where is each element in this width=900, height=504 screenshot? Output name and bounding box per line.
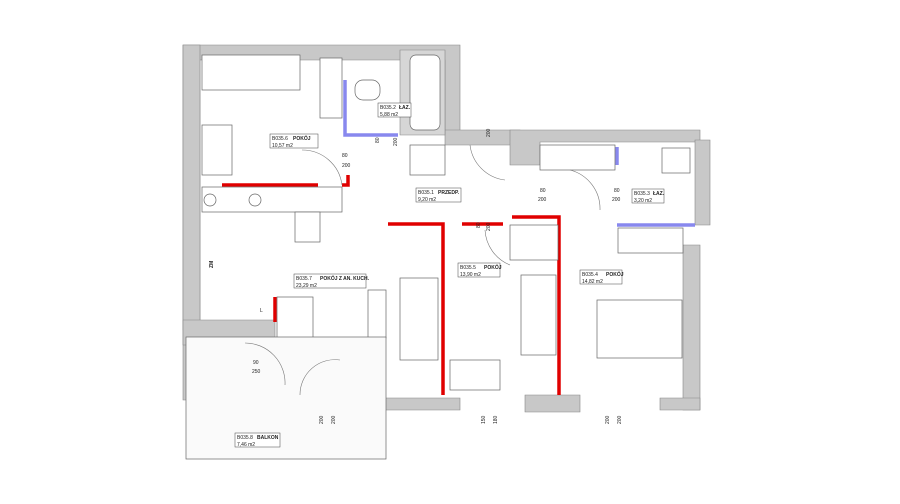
svg-text:250: 250 <box>252 369 261 375</box>
zm-mark: ZM <box>209 261 215 268</box>
svg-text:23,29 m2: 23,29 m2 <box>296 283 317 289</box>
svg-text:80: 80 <box>614 188 620 194</box>
svg-text:180: 180 <box>493 415 499 424</box>
wardrobe <box>319 57 343 119</box>
room-label-b035-7: B035.7 POKÓJ Z AN. KUCH. 23,29 m2 <box>293 273 370 289</box>
svg-text:ŁAZ.: ŁAZ. <box>399 105 411 111</box>
svg-text:200: 200 <box>342 163 351 169</box>
svg-text:150: 150 <box>481 415 487 424</box>
svg-text:B035.3: B035.3 <box>634 191 650 197</box>
sofa <box>399 277 439 361</box>
svg-text:80: 80 <box>342 153 348 159</box>
room-label-b035-3: B035.3 ŁAZ. 3,20 m2 <box>631 188 665 204</box>
wardrobe-2 <box>509 224 559 261</box>
svg-text:B035.4: B035.4 <box>582 272 598 278</box>
svg-text:POKÓJ Z AN. KUCH.: POKÓJ Z AN. KUCH. <box>320 274 370 282</box>
svg-text:9,20 m2: 9,20 m2 <box>418 197 436 203</box>
svg-text:200: 200 <box>486 222 492 231</box>
svg-text:POKÓJ: POKÓJ <box>484 263 502 271</box>
svg-text:80: 80 <box>476 222 482 228</box>
svg-text:3,20 m2: 3,20 m2 <box>634 198 652 204</box>
svg-text:200: 200 <box>393 137 399 146</box>
room-label-b035-6: B035.6 POKÓJ 10,57 m2 <box>269 133 319 149</box>
furniture <box>185 54 691 460</box>
bed-2 <box>520 274 557 356</box>
coffee-table <box>367 289 387 339</box>
dining-table <box>294 211 321 243</box>
bathtub <box>409 54 441 131</box>
svg-text:200: 200 <box>319 415 325 424</box>
svg-text:200: 200 <box>538 197 547 203</box>
double-bed <box>596 299 683 359</box>
svg-text:POKÓJ: POKÓJ <box>293 134 311 142</box>
svg-text:B035.6: B035.6 <box>272 136 288 142</box>
l-mark: L <box>260 308 263 314</box>
svg-text:10,57 m2: 10,57 m2 <box>272 143 293 149</box>
cabinet <box>409 144 446 176</box>
room-label-b035-5: B035.5 POKÓJ 13,90 m2 <box>457 262 502 278</box>
svg-text:200: 200 <box>486 128 492 137</box>
partitions <box>222 80 695 395</box>
desk-2 <box>449 359 501 391</box>
toilet <box>354 79 381 101</box>
door-dimensions: 80 200 80 200 80 200 80 200 80 200 90 25… <box>252 137 621 375</box>
balcony <box>185 336 387 460</box>
svg-text:ŁAZ.: ŁAZ. <box>653 191 665 197</box>
room-label-b035-2: B035.2 ŁAZ. 5,88 m2 <box>377 102 412 118</box>
svg-text:80: 80 <box>375 137 381 143</box>
svg-text:BALKON: BALKON <box>257 435 279 441</box>
kitchen-counter <box>201 186 343 213</box>
svg-text:200: 200 <box>605 415 611 424</box>
room-label-b035-8: B035.8 BALKON 7,46 m2 <box>234 432 281 448</box>
svg-text:200: 200 <box>617 415 623 424</box>
room-label-b035-1: B035.1 PRZEDP. 9,20 m2 <box>415 187 462 203</box>
bed <box>201 54 301 91</box>
svg-text:B035.2: B035.2 <box>380 105 396 111</box>
svg-text:200: 200 <box>331 415 337 424</box>
washer <box>539 144 616 171</box>
shower <box>661 147 691 174</box>
svg-text:B035.8: B035.8 <box>237 435 253 441</box>
desk <box>201 124 233 176</box>
wardrobe-3 <box>617 227 684 254</box>
window-dimensions: 200 200 150 180 200 200 200 200 <box>319 128 623 424</box>
svg-text:B035.5: B035.5 <box>460 265 476 271</box>
svg-text:7,46 m2: 7,46 m2 <box>237 442 255 448</box>
svg-text:200: 200 <box>612 197 621 203</box>
svg-text:80: 80 <box>540 188 546 194</box>
svg-text:5,88 m2: 5,88 m2 <box>380 112 398 118</box>
svg-text:B035.7: B035.7 <box>296 276 312 282</box>
svg-text:PRZEDP.: PRZEDP. <box>438 190 460 196</box>
svg-text:14,82 m2: 14,82 m2 <box>582 279 603 285</box>
svg-text:90: 90 <box>253 360 259 366</box>
svg-text:B035.1: B035.1 <box>418 190 434 196</box>
room-label-b035-4: B035.4 POKÓJ 14,82 m2 <box>579 269 624 285</box>
svg-text:13,90 m2: 13,90 m2 <box>460 272 481 278</box>
svg-text:POKÓJ: POKÓJ <box>606 270 624 278</box>
